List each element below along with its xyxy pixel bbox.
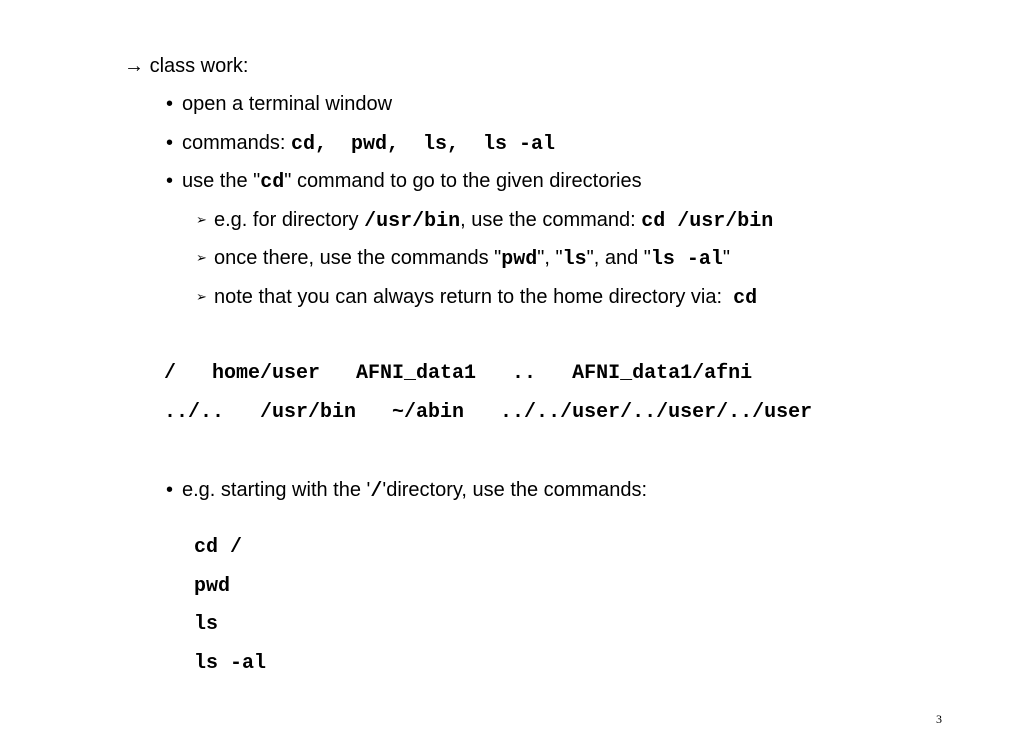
bullet-text: open a terminal window (182, 93, 393, 115)
bullet-icon: • (166, 93, 174, 115)
command-line: ls (194, 613, 219, 636)
bullet-text: use the " (182, 170, 261, 192)
command-line: cd / (194, 536, 243, 559)
sub-bullet-text: once there, use the commands " (214, 247, 502, 269)
inline-code: ls -al (650, 248, 723, 271)
bullet-content: e.g. starting with the '/'directory, use… (182, 478, 647, 504)
sub-bullet-text: e.g. for directory (214, 209, 365, 231)
directory-list-row-1: / home/user AFNI_data1 .. AFNI_data1/afn… (164, 362, 753, 385)
bullet-text: 'directory, use the commands: (382, 479, 648, 501)
bullet-icon: • (166, 132, 174, 154)
sub-bullet-text: ", and " (586, 247, 651, 269)
bullet-icon: • (166, 479, 174, 501)
sub-bullet-text: , use the command: (460, 209, 642, 231)
inline-code: cd (260, 171, 285, 194)
sub-bullet-content: e.g. for directory /usr/bin, use the com… (214, 208, 773, 234)
bullet-icon: • (166, 170, 174, 192)
bullet-text: e.g. starting with the ' (182, 479, 371, 501)
sub-bullet-text: " (722, 247, 730, 269)
inline-code: / (370, 480, 383, 503)
heading-text: class work: (149, 55, 249, 77)
bullet-text: commands: (182, 132, 291, 154)
sub-bullet-text: note that you can always return to the h… (214, 286, 734, 308)
sub-bullet-content: once there, use the commands "pwd", "ls"… (214, 246, 730, 272)
inline-code: pwd (501, 248, 538, 271)
inline-code: /usr/bin (364, 210, 461, 233)
bullet-content: commands: cd, pwd, ls, ls -al (182, 131, 555, 157)
bullet-text: " command to go to the given directories (284, 170, 642, 192)
chevron-bullet-icon: ➢ (196, 289, 207, 304)
command-line: pwd (194, 575, 231, 598)
chevron-bullet-icon: ➢ (196, 250, 207, 265)
inline-code: cd (733, 287, 758, 310)
sub-bullet-content: note that you can always return to the h… (214, 285, 757, 311)
bullet-content: use the "cd" command to go to the given … (182, 169, 642, 195)
chevron-bullet-icon: ➢ (196, 212, 207, 227)
command-list-code: cd, pwd, ls, ls -al (290, 133, 555, 156)
directory-list-row-2: ../.. /usr/bin ~/abin ../../user/../user… (164, 401, 813, 424)
inline-code: cd /usr/bin (641, 210, 774, 233)
arrow-icon: → (124, 55, 144, 77)
page-number: 3 (936, 712, 942, 726)
sub-bullet-text: ", " (537, 247, 563, 269)
section-heading: → class work: (124, 54, 248, 78)
command-line: ls -al (194, 652, 267, 675)
inline-code: ls (562, 248, 587, 271)
